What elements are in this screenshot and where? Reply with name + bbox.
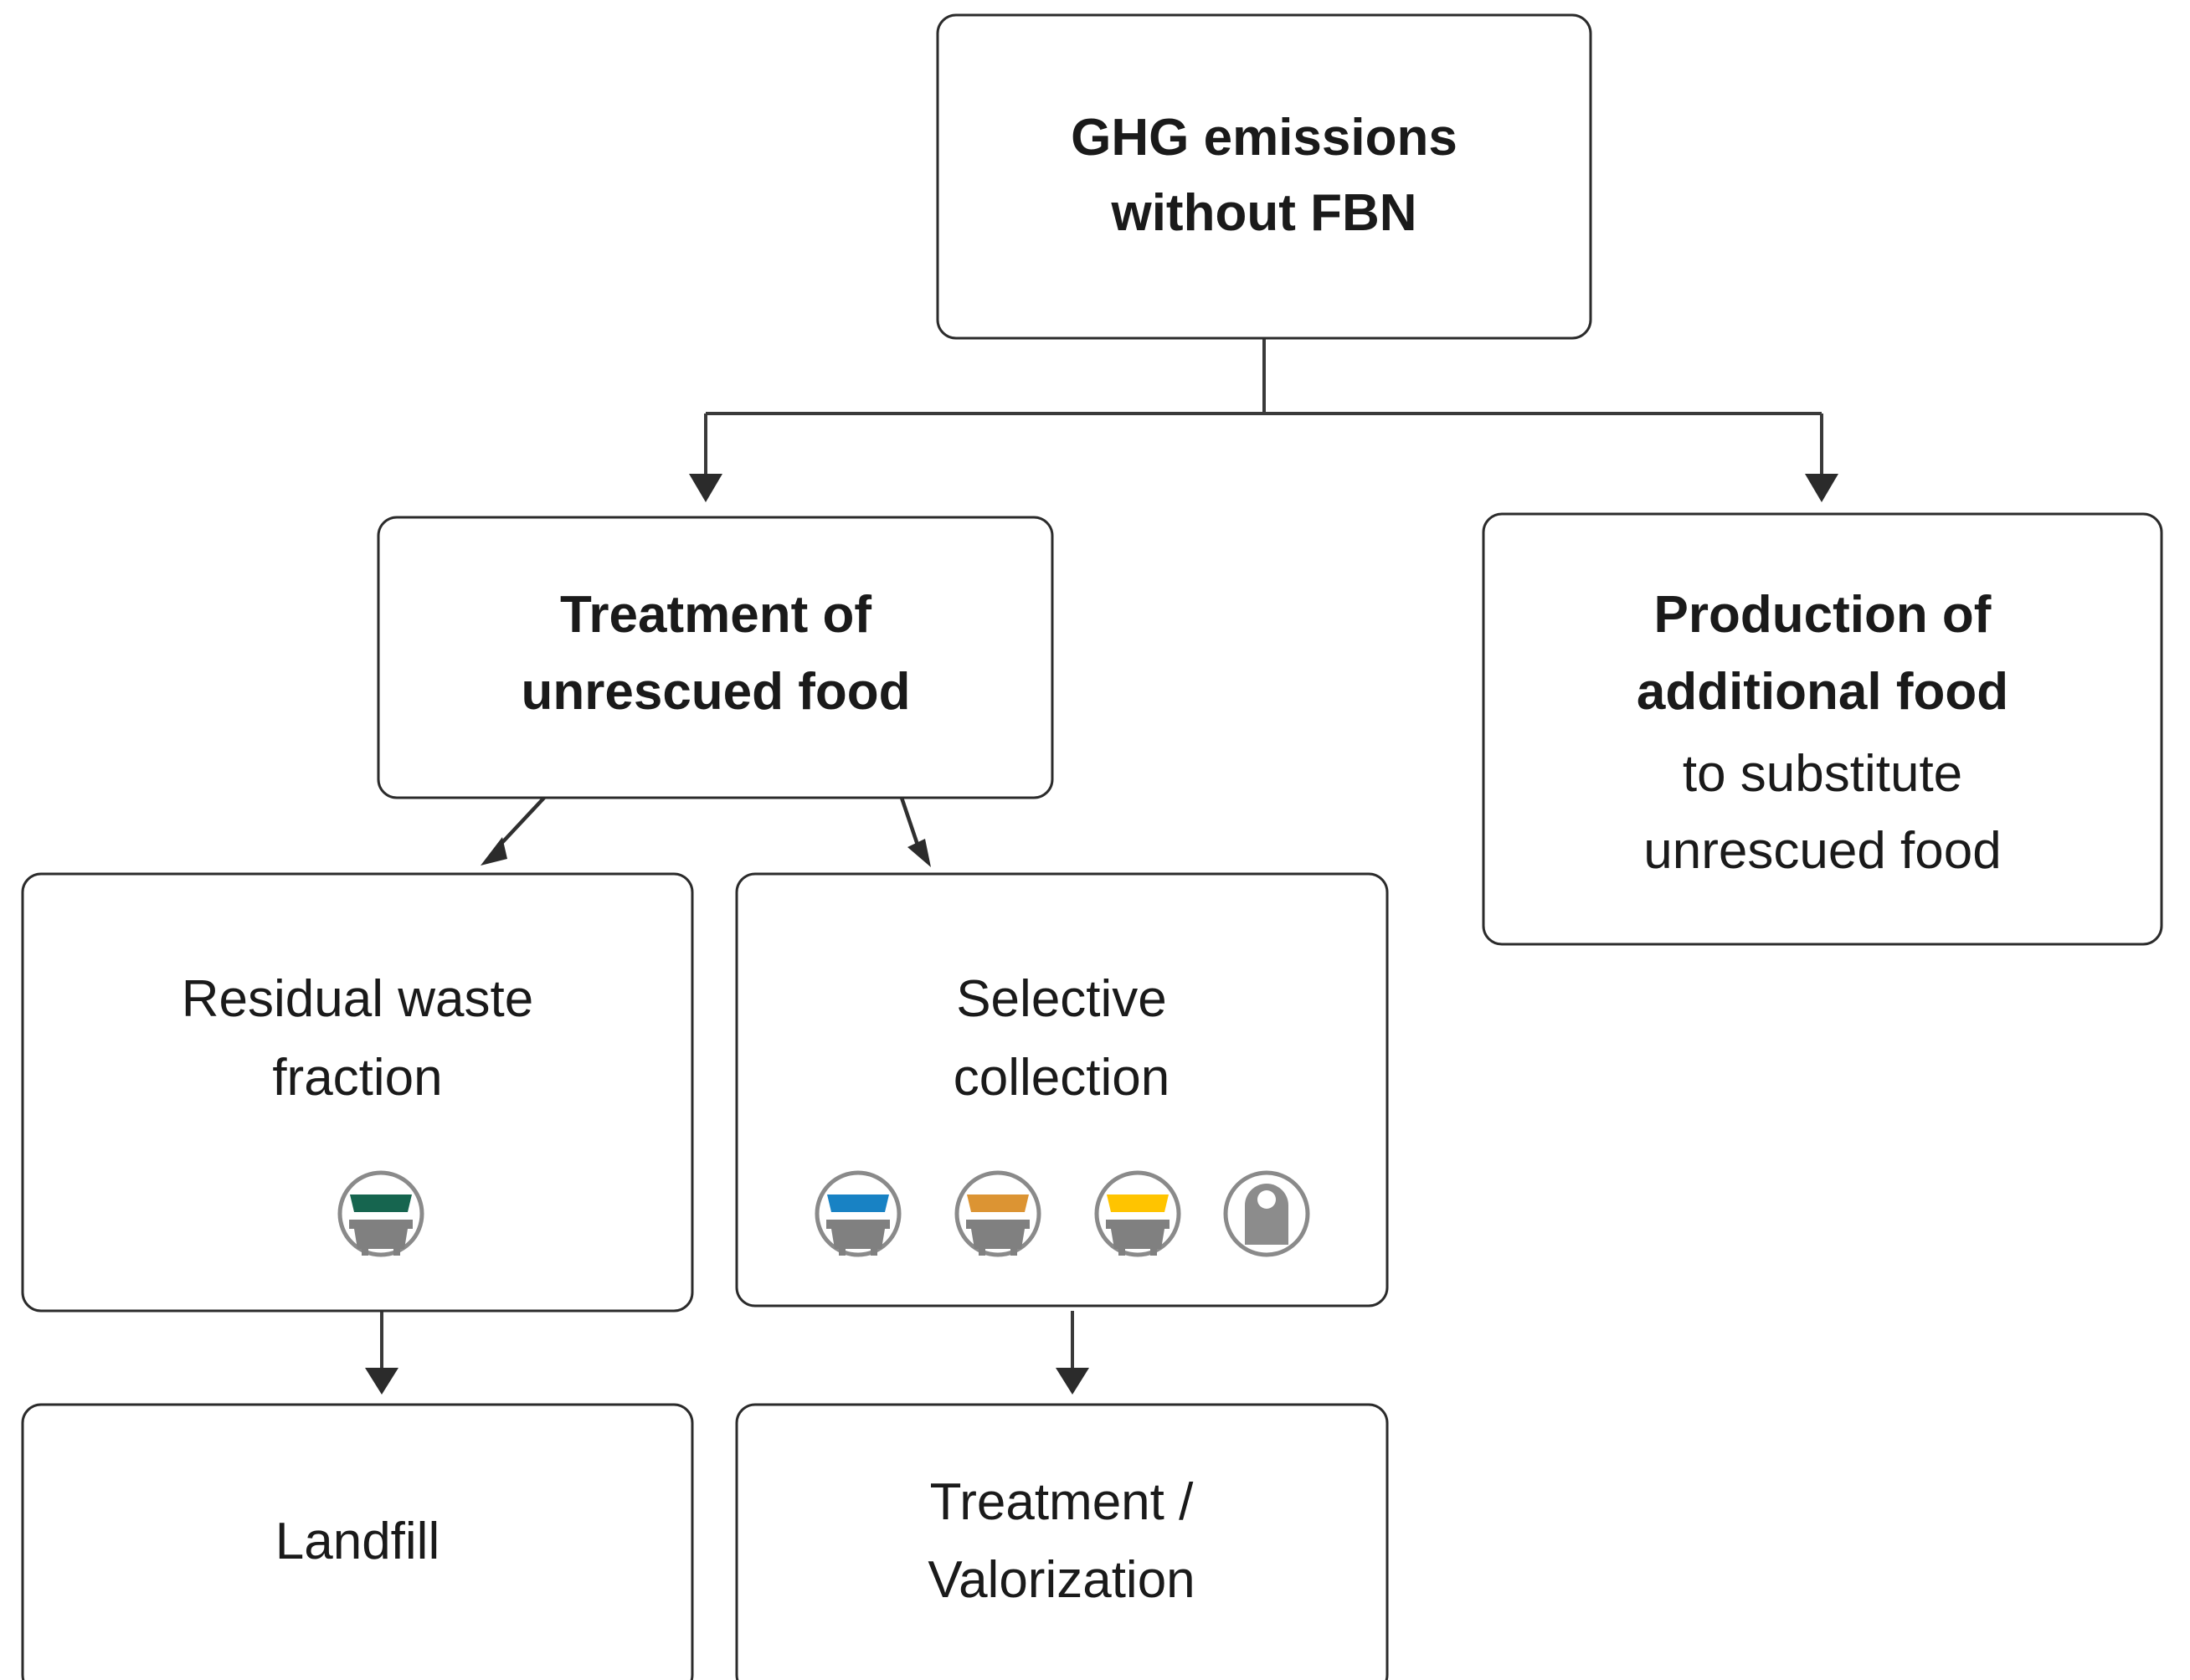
edge-selective-valorization-arrowhead (1056, 1368, 1089, 1395)
bin-yellow-icon (1094, 1170, 1181, 1257)
edge-root-fork (689, 338, 1838, 502)
node-production-box[interactable] (1482, 512, 2163, 946)
node-production-label-line-1: Production of (1654, 586, 1992, 644)
node-landfill-label: Landfill (275, 1513, 440, 1570)
node-residual-label-line-1: Residual waste (182, 970, 533, 1028)
igloo-container-icon-hole (1257, 1190, 1276, 1209)
node-root-label-line-1: GHG emissions (1071, 109, 1457, 167)
node-treatment-label-line-1: Treatment of (560, 586, 871, 644)
bin-yellow-icon-lid (1107, 1194, 1169, 1212)
edge-residual-to-landfill (365, 1311, 398, 1395)
node-selective-label-line-1: Selective (956, 970, 1167, 1028)
igloo-container-icon (1223, 1170, 1310, 1257)
edge-treatment-to-residual (481, 796, 546, 866)
node-production-label-line-3: to substitute (1683, 745, 1962, 803)
bin-blue-icon-lid (827, 1194, 889, 1212)
node-selective-label-line-2: collection (954, 1049, 1170, 1107)
node-root-label-line-2: without FBN (1110, 184, 1416, 242)
node-residual-waste-fraction[interactable]: Residual waste fraction (21, 872, 694, 1313)
node-treatment-of-unrescued-food[interactable]: Treatment of unrescued food (377, 516, 1054, 799)
igloo-container-icon-body (1245, 1184, 1288, 1245)
edge-treatment-selective-line (899, 797, 922, 850)
node-valorization-label-line-2: Valorization (928, 1551, 1195, 1609)
bin-orange-icon (954, 1170, 1041, 1257)
edge-root-to-treatment-arrowhead (689, 474, 722, 502)
node-ghg-emissions-without-fbn[interactable]: GHG emissions without FBN (936, 13, 1592, 340)
node-selective-collection[interactable]: Selective collection (735, 872, 1389, 1308)
node-production-of-additional-food[interactable]: Production of additional food to substit… (1482, 512, 2163, 946)
node-production-label-line-2: additional food (1637, 663, 2008, 721)
bin-green-icon (337, 1170, 424, 1257)
node-valorization-label-line-1: Treatment / (930, 1473, 1194, 1531)
edge-treatment-to-selective (899, 797, 931, 867)
edge-residual-landfill-arrowhead (365, 1368, 398, 1395)
node-treatment-valorization[interactable]: Treatment / Valorization (735, 1403, 1389, 1680)
node-treatment-box[interactable] (377, 516, 1054, 799)
bin-green-icon-body (349, 1220, 413, 1256)
bin-blue-icon (815, 1170, 902, 1257)
node-root-box[interactable] (936, 13, 1592, 340)
edge-treatment-residual-line (494, 796, 546, 851)
node-landfill[interactable]: Landfill (21, 1403, 694, 1680)
node-valorization-box[interactable] (735, 1403, 1389, 1680)
edge-root-to-production-arrowhead (1805, 474, 1838, 502)
bin-orange-icon-body (966, 1220, 1030, 1256)
edge-treatment-residual-arrowhead (481, 837, 507, 866)
node-landfill-box[interactable] (21, 1403, 694, 1680)
node-treatment-label-line-2: unrescued food (521, 663, 910, 721)
bin-blue-icon-body (826, 1220, 890, 1256)
node-residual-label-line-2: fraction (272, 1049, 442, 1107)
edge-selective-to-valorization (1056, 1311, 1089, 1395)
node-production-label-line-4: unrescued food (1643, 822, 2001, 880)
bin-yellow-icon-body (1106, 1220, 1170, 1256)
node-selective-box[interactable] (735, 872, 1389, 1308)
bin-orange-icon-lid (967, 1194, 1029, 1212)
edge-treatment-selective-arrowhead (907, 839, 931, 867)
node-residual-box[interactable] (21, 872, 694, 1313)
bin-green-icon-lid (350, 1194, 412, 1212)
